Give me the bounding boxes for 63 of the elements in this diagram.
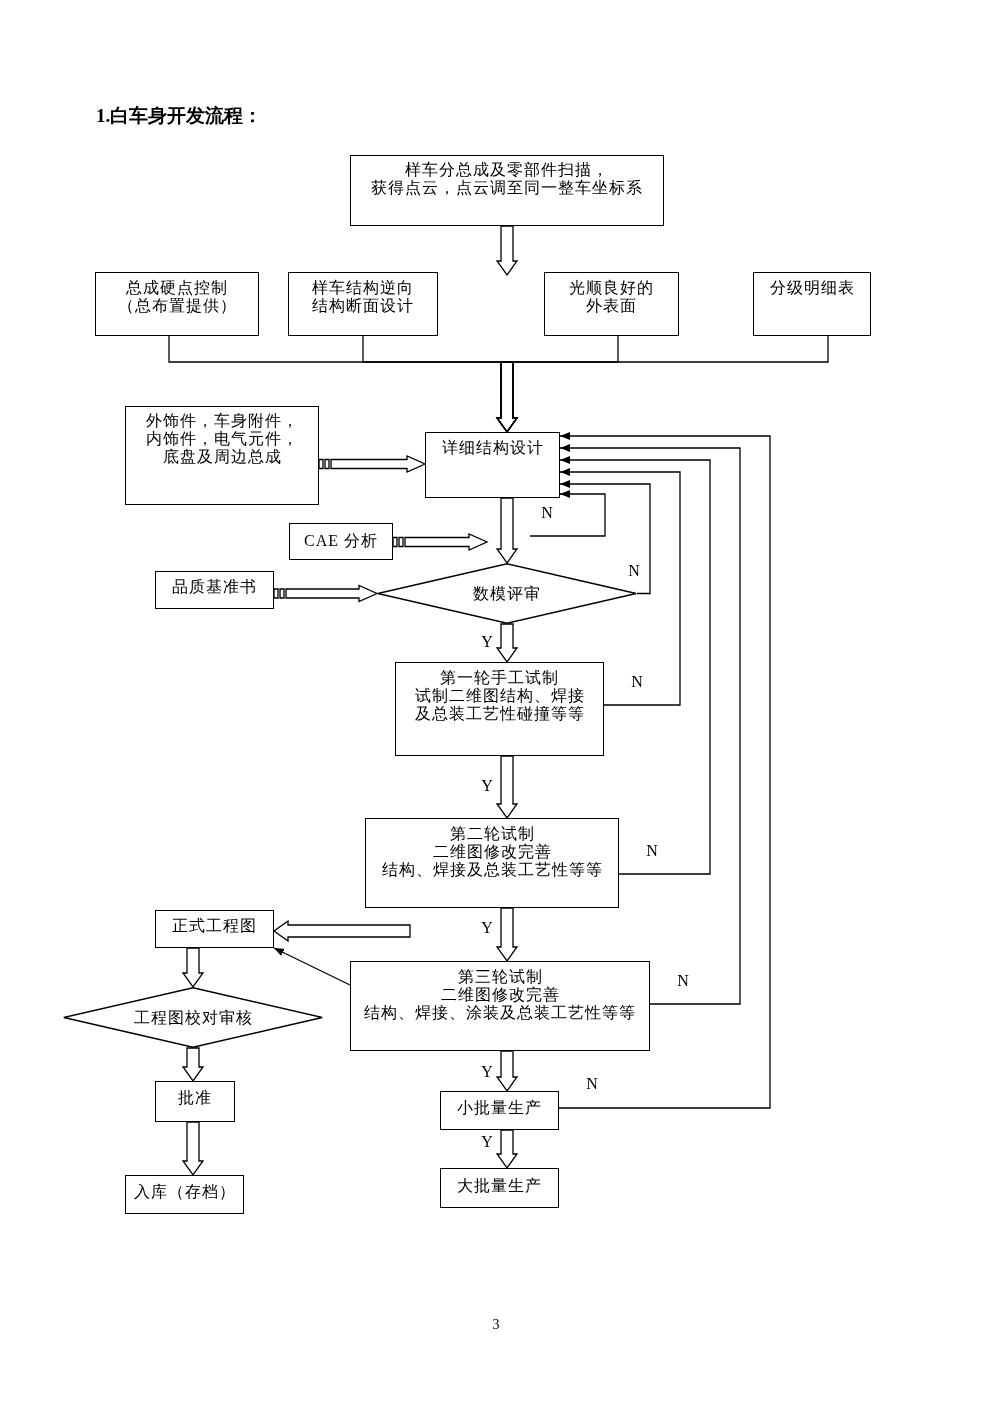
block-arrow (181, 1121, 205, 1177)
process-box: CAE 分析 (289, 523, 393, 560)
process-box: 外饰件，车身附件，内饰件，电气元件，底盘及周边总成 (125, 406, 319, 505)
arrow (273, 947, 351, 986)
feedback-arrow (559, 468, 681, 706)
box-text: 结构、焊接、涂装及总装工艺性等等 (363, 1004, 637, 1022)
process-box: 总成硬点控制（总布置提供） (95, 272, 259, 336)
edge-label: N (630, 673, 644, 691)
connector-arrow (495, 335, 829, 434)
process-box (350, 155, 664, 226)
block-arrow (495, 755, 519, 820)
edge-label: N (676, 972, 690, 990)
title: 1.白车身开发流程： (96, 104, 263, 128)
process-box (350, 961, 650, 1051)
edge-label: Y (480, 633, 494, 651)
edge-label: Y (480, 1133, 494, 1151)
feedback-arrow (559, 444, 741, 1005)
feedback-arrow (529, 490, 606, 537)
striped-arrow (273, 584, 379, 603)
process-box: 光顺良好的外表面 (544, 272, 679, 336)
striped-arrow (392, 533, 489, 551)
box-heading: 样车分总成及零部件扫描， (404, 161, 610, 179)
box-text: 获得点云，点云调至同一整车坐标系 (370, 179, 644, 197)
block-arrow (495, 1129, 519, 1170)
feedback-arrow (558, 432, 771, 1109)
edge-label: Y (480, 919, 494, 937)
edge-label: Y (480, 777, 494, 795)
box-text: 二维图修改完善 (431, 843, 553, 861)
block-arrow (181, 1047, 205, 1083)
box-text: 试制二维图结构、焊接及总装工艺性碰撞等等 (413, 687, 586, 723)
box-heading: 第三轮试制 (456, 968, 544, 986)
edge-label: N (540, 504, 554, 522)
process-box: 正式工程图 (155, 910, 274, 948)
process-box: 入库（存档） (125, 1175, 244, 1214)
edge-label: Y (480, 1063, 494, 1081)
process-box (365, 818, 619, 908)
block-arrow (495, 497, 519, 565)
edge-label: N (585, 1075, 599, 1093)
process-box: 品质基准书 (155, 571, 274, 609)
process-box: 批准 (155, 1081, 235, 1122)
block-arrow (495, 1050, 519, 1093)
box-text: 二维图修改完善 (439, 986, 561, 1004)
process-box: 样车结构逆向结构断面设计 (288, 272, 438, 336)
process-box: 详细结构设计 (425, 432, 560, 498)
box-heading: 第一轮手工试制 (439, 669, 560, 687)
block-arrow (495, 623, 519, 664)
process-box: 小批量生产 (440, 1091, 559, 1130)
process-box: 大批量生产 (440, 1168, 559, 1208)
edge-label: N (645, 842, 659, 860)
block-arrow (495, 225, 519, 277)
feedback-arrow (559, 480, 651, 595)
box-text: 结构、焊接及总装工艺性等等 (380, 861, 604, 879)
box-heading: 第二轮试制 (448, 825, 536, 843)
feedback-arrow (559, 456, 711, 875)
page-number: 3 (491, 1317, 501, 1333)
process-box (395, 662, 604, 756)
process-box: 分级明细表 (753, 272, 871, 336)
block-arrow (495, 907, 519, 963)
block-arrow (272, 919, 411, 943)
decision-diamond: 工程图校对审核 (63, 987, 323, 1048)
block-arrow (181, 947, 205, 989)
striped-arrow (318, 455, 427, 473)
edge-label: N (627, 562, 641, 580)
